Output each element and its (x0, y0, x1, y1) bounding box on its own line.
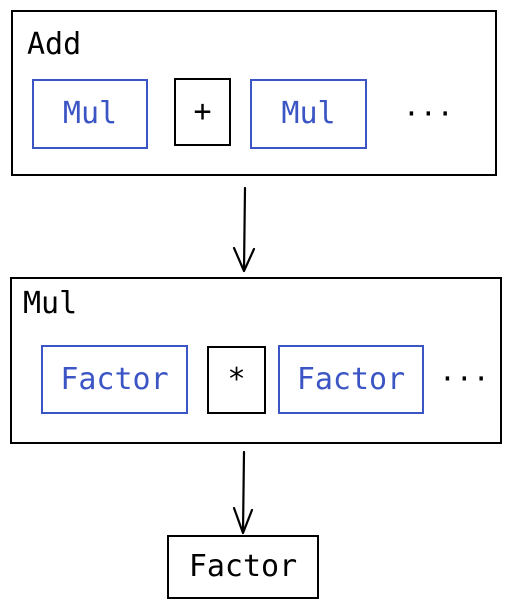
arrow-mul-to-factor-shaft (241, 450, 246, 534)
add-child-mul-1: Mul (32, 79, 148, 149)
add-operator-plus: + (174, 78, 231, 146)
mul-child-factor-1: Factor (41, 345, 188, 414)
add-child-mul-2: Mul (250, 79, 367, 149)
arrow-add-to-mul (232, 186, 256, 273)
mul-operator-star: * (207, 346, 266, 414)
mul-title: Mul (23, 286, 78, 321)
mul-child-factor-2: Factor (278, 345, 424, 414)
add-title: Add (27, 27, 82, 62)
arrow-add-to-mul-head (232, 246, 256, 273)
add-ellipsis: ··· (403, 97, 454, 130)
mul-box: Mul Factor * Factor ··· (10, 277, 502, 444)
arrow-add-to-mul-shaft (242, 186, 247, 272)
arrow-mul-to-factor-head (232, 506, 254, 535)
add-box: Add Mul + Mul ··· (11, 10, 497, 176)
mul-ellipsis: ··· (439, 362, 490, 395)
factor-box: Factor (167, 535, 319, 599)
arrow-mul-to-factor (232, 450, 254, 535)
